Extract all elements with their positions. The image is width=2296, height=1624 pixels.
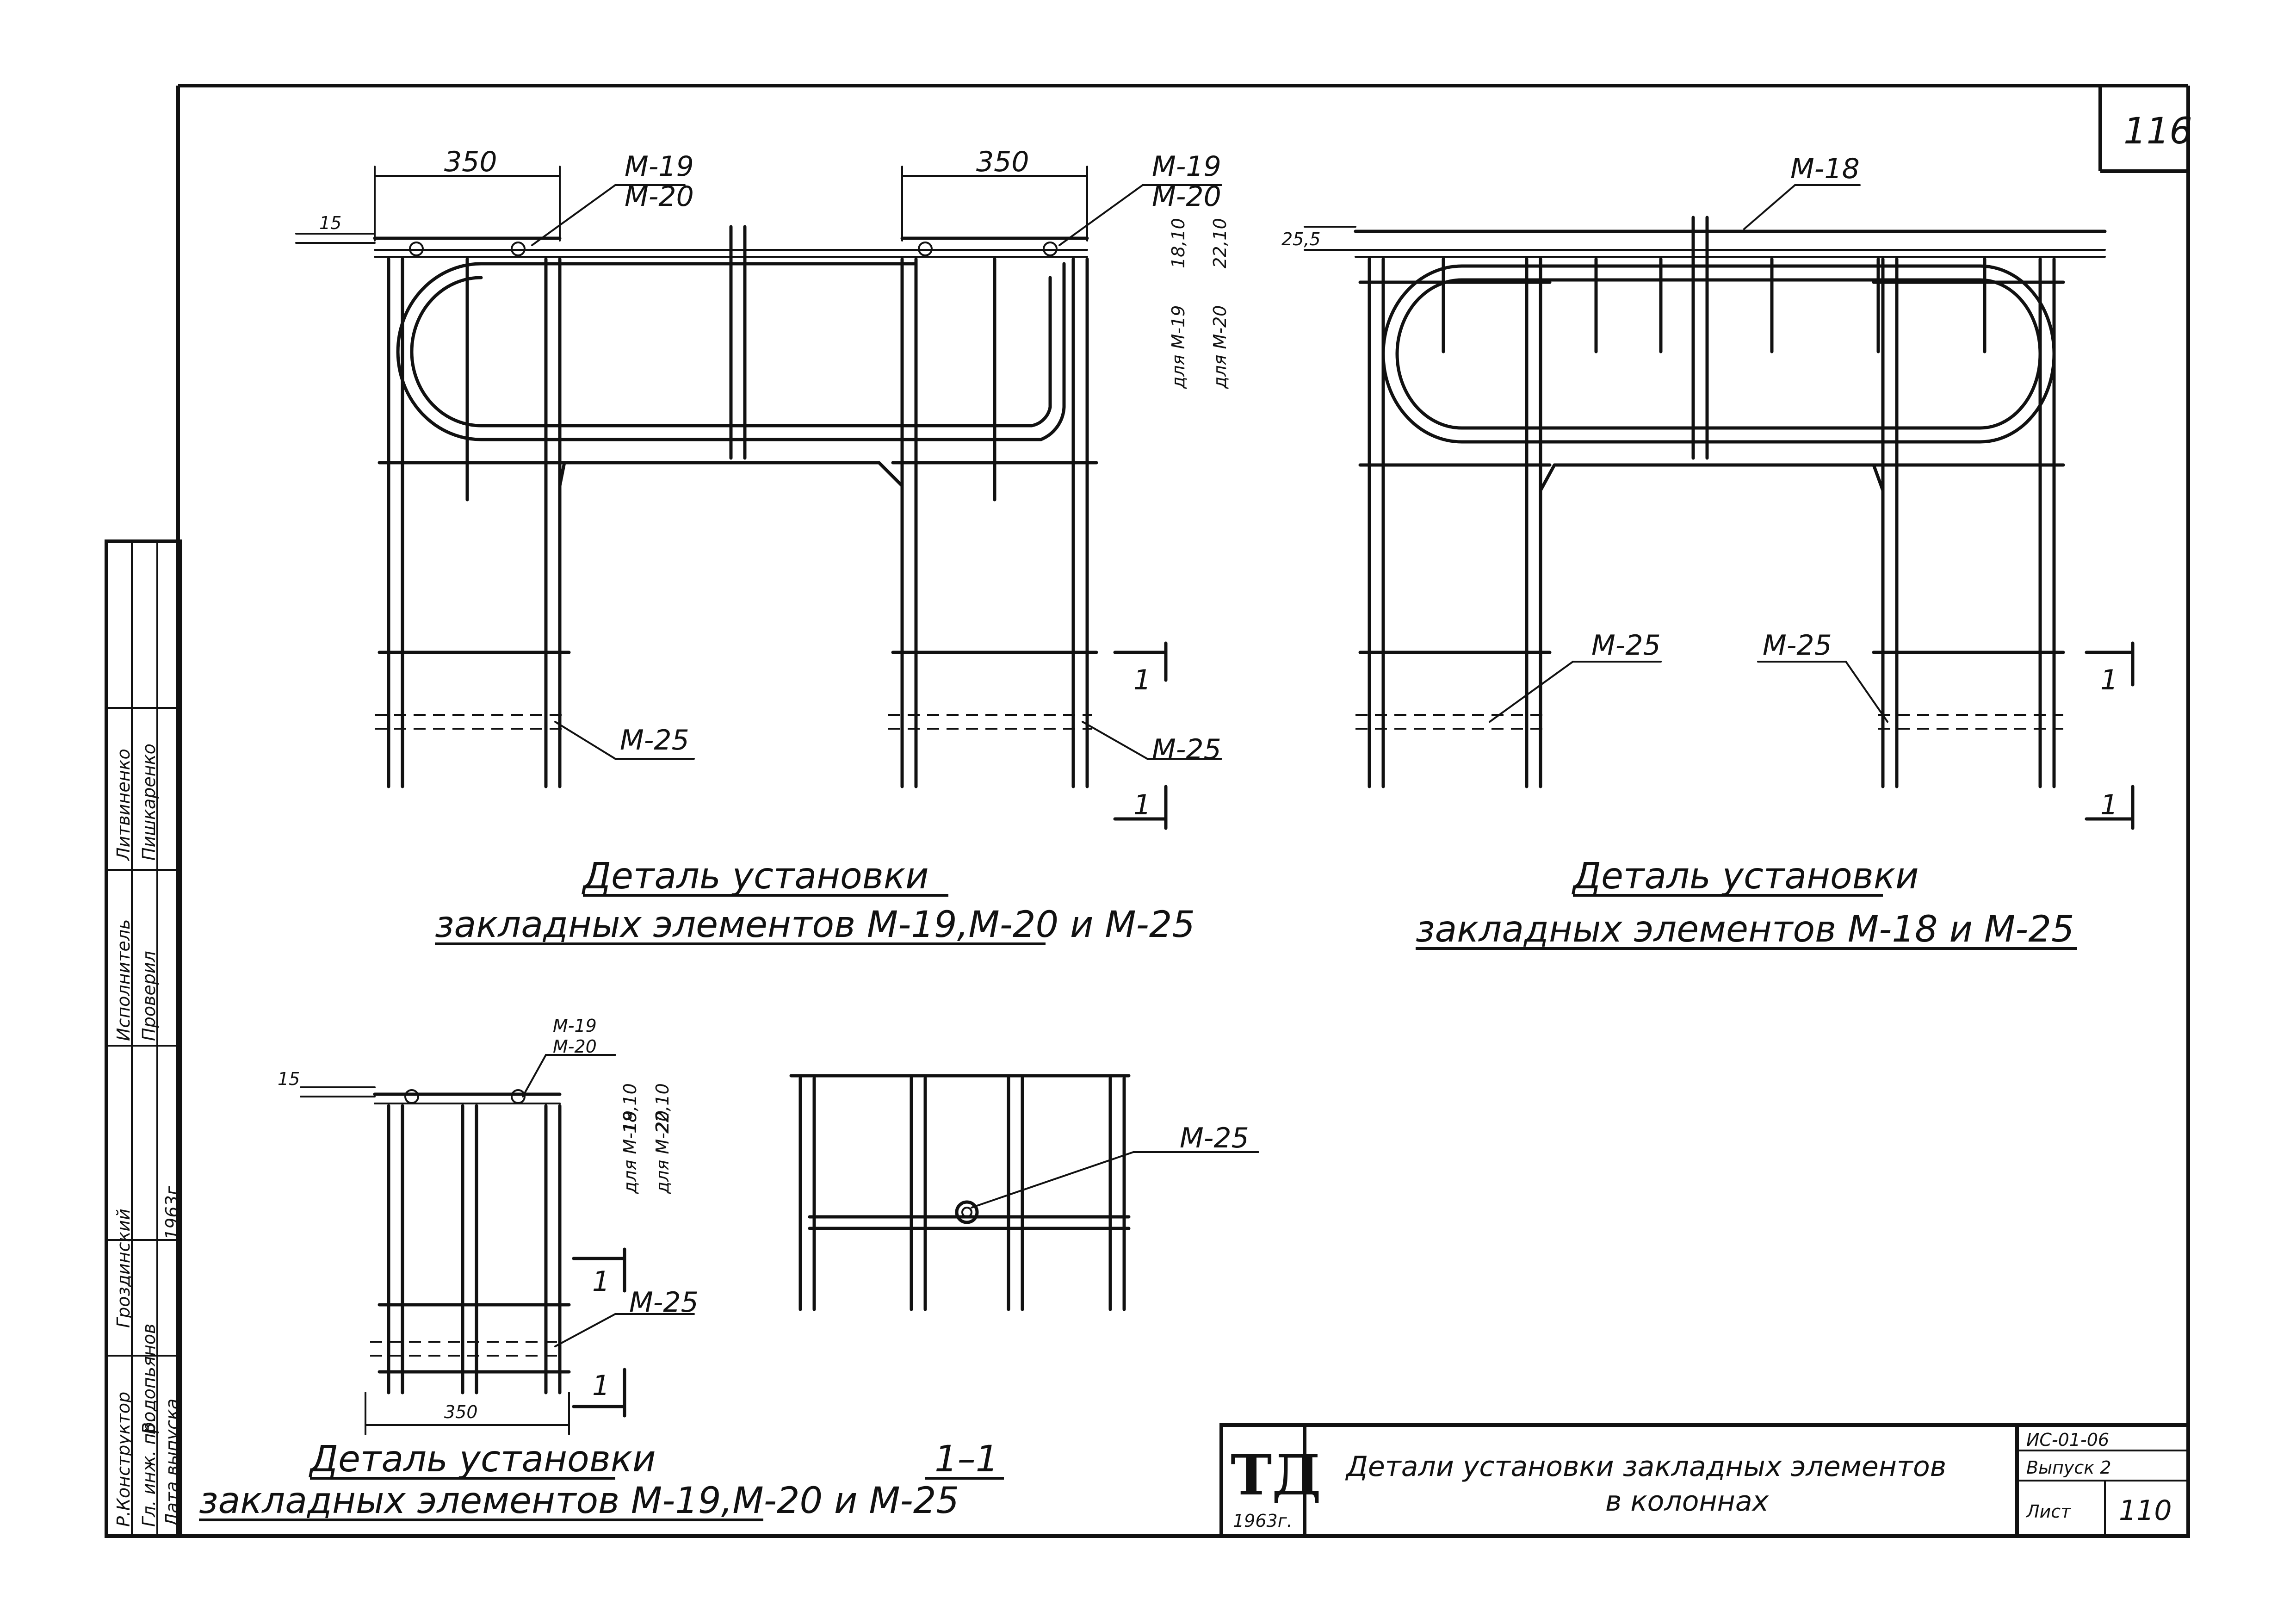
detail-a-dim-left: 350 bbox=[444, 146, 497, 178]
detail-c-drawing bbox=[300, 1054, 695, 1435]
detail-b-drawing bbox=[1304, 184, 2135, 830]
detail-b-dim: 25,5 bbox=[1281, 229, 1321, 249]
detail-b-mark: М-18 bbox=[1790, 153, 1860, 185]
detail-b-m25-right: М-25 bbox=[1763, 629, 1832, 662]
detail-a-note-m20: для М-20 bbox=[1210, 305, 1230, 389]
detail-a-section-bottom: 1 bbox=[1133, 789, 1151, 821]
section-1-1-drawing bbox=[789, 1074, 1259, 1311]
detail-a-mark-right-bottom: М-20 bbox=[1152, 180, 1221, 213]
detail-a-vdim-m20: 22,10 bbox=[1210, 218, 1230, 268]
detail-c-section-bottom: 1 bbox=[592, 1370, 610, 1402]
sheet-title-2: в колоннах bbox=[1605, 1485, 1769, 1518]
detail-a-note-m19: для М-19 bbox=[1168, 305, 1188, 389]
logo-letters: ТД bbox=[1231, 1443, 1321, 1508]
approval-stamp bbox=[105, 539, 182, 1538]
sheet-number: 110 bbox=[2119, 1494, 2172, 1527]
stamp-name-3: Водопьянов bbox=[139, 1324, 159, 1434]
section-label: 1–1 bbox=[934, 1438, 998, 1480]
detail-c-mark-top: М-19 bbox=[553, 1016, 597, 1036]
detail-c-m25: М-25 bbox=[629, 1286, 699, 1319]
detail-a-drawing bbox=[295, 166, 1222, 830]
detail-a-section-top: 1 bbox=[1133, 664, 1151, 696]
detail-c-dim-bottom: 350 bbox=[444, 1402, 478, 1422]
detail-c-note-m19: для М-19 bbox=[620, 1110, 640, 1194]
sheet-title-1: Детали установки закладных элементов bbox=[1345, 1450, 1946, 1483]
stamp-name-2: Литвиненко bbox=[113, 749, 134, 862]
detail-a-caption-1: Деталь установки bbox=[582, 855, 929, 897]
detail-c-caption-2: закладных элементов М-19,М-20 и М-25 bbox=[199, 1480, 959, 1522]
section-m25: М-25 bbox=[1180, 1122, 1249, 1154]
detail-c-vdim-m20: 22,10 bbox=[652, 1083, 673, 1134]
detail-a-mark-left-bottom: М-20 bbox=[625, 180, 694, 213]
detail-a-m25-left: М-25 bbox=[620, 724, 689, 756]
detail-c-vdim-m19: 18,10 bbox=[620, 1083, 640, 1134]
stamp-role-2: Исполнитель bbox=[113, 919, 134, 1041]
stamp-role-5: Дата выпуска bbox=[162, 1399, 182, 1528]
stamp-name-4: Пишкаренко bbox=[139, 744, 159, 861]
detail-c-caption-1: Деталь установки bbox=[309, 1438, 656, 1480]
detail-c-note-m20: для М-20 bbox=[652, 1110, 673, 1194]
detail-a-dim-15: 15 bbox=[319, 213, 341, 233]
detail-a-vdim-m19: 18,10 bbox=[1168, 218, 1188, 268]
page-number: 116 bbox=[2123, 111, 2192, 152]
detail-a-dim-right: 350 bbox=[976, 146, 1029, 178]
detail-c-section-top: 1 bbox=[592, 1265, 610, 1298]
detail-a-mark-right-top: М-19 bbox=[1152, 150, 1221, 183]
sheet-label: Лист bbox=[2025, 1501, 2072, 1522]
stamp-role-3: Гл. инж. пр. bbox=[139, 1416, 159, 1527]
sheet-code: ИС-01-06 bbox=[2026, 1430, 2109, 1450]
detail-b-caption-1: Деталь установки bbox=[1572, 855, 1919, 897]
logo-year: 1963г. bbox=[1233, 1511, 1293, 1531]
detail-a-caption-2: закладных элементов М-19,М-20 и М-25 bbox=[435, 904, 1195, 946]
stamp-name-1: Гроздинский bbox=[113, 1209, 134, 1328]
detail-c-dim-15: 15 bbox=[278, 1069, 300, 1089]
sheet-frame bbox=[176, 84, 2190, 1538]
detail-c-mark-bottom: М-20 bbox=[553, 1036, 597, 1057]
stamp-role-4: Проверил bbox=[139, 951, 159, 1041]
stamp-date: 1963г. bbox=[162, 1180, 182, 1240]
detail-b-section-top: 1 bbox=[2100, 664, 2118, 696]
detail-a-m25-right: М-25 bbox=[1152, 733, 1221, 766]
detail-b-m25-left: М-25 bbox=[1591, 629, 1661, 662]
detail-b-caption-2: закладных элементов М-18 и М-25 bbox=[1416, 909, 2074, 950]
detail-b-section-bottom: 1 bbox=[2100, 789, 2118, 821]
sheet-issue: Выпуск 2 bbox=[2026, 1457, 2111, 1478]
detail-a-mark-left-top: М-19 bbox=[625, 150, 694, 183]
title-block bbox=[1219, 1423, 2190, 1538]
stamp-role-1: Р.Конструктор bbox=[113, 1392, 134, 1527]
